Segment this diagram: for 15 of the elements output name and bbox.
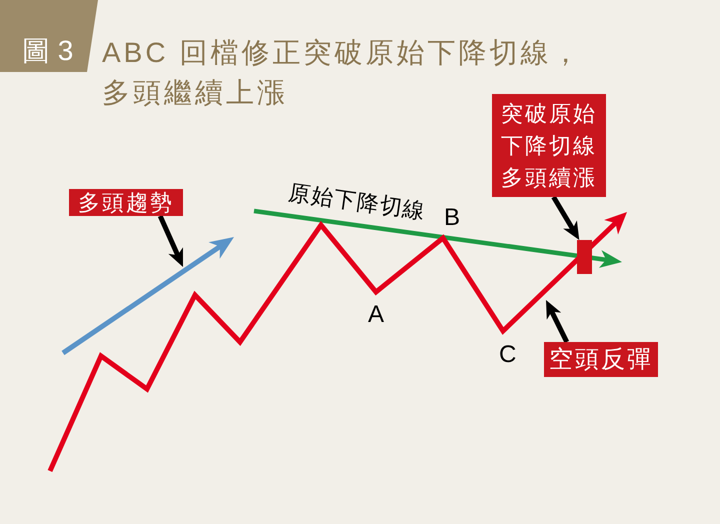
leader-arrow	[158, 214, 186, 268]
callout-box	[492, 94, 606, 197]
figure-number: 圖 3	[22, 34, 74, 68]
callout-text: 多頭趨勢	[78, 190, 174, 216]
breakout-marker	[577, 240, 592, 274]
callout-text: 空頭反彈	[549, 344, 653, 374]
callout-box	[544, 342, 658, 377]
point-label: B	[444, 206, 460, 230]
leader-arrow	[551, 196, 582, 242]
leader-arrow	[544, 298, 570, 344]
point-label: C	[499, 343, 516, 367]
figure-badge	[0, 0, 98, 72]
trendline-label: 原始下降切線	[286, 180, 428, 224]
point-label: A	[368, 303, 384, 327]
callout-box	[69, 189, 183, 216]
